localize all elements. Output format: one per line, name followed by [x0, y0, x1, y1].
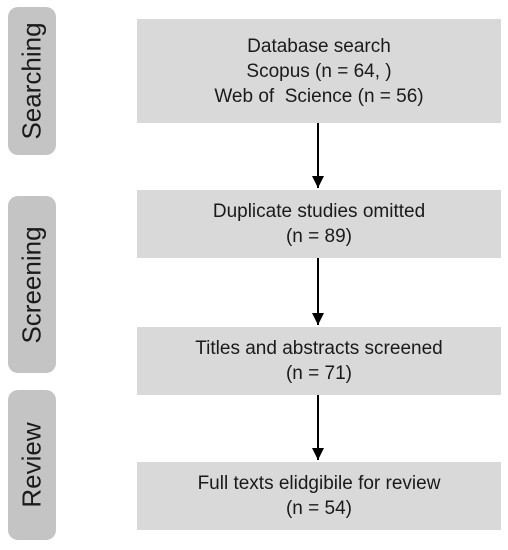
titles-abstracts-title: Titles and abstracts screened	[195, 338, 443, 359]
full-texts-title: Full texts elidgibile for review	[197, 473, 441, 494]
duplicates-omitted-box: Duplicate studies omitted (n = 89)	[137, 190, 501, 258]
duplicates-count: (n = 89)	[285, 226, 352, 247]
phase-label-searching: Searching	[16, 22, 47, 140]
phase-searching: Searching	[8, 7, 56, 155]
duplicates-title: Duplicate studies omitted	[212, 201, 426, 222]
full-texts-count: (n = 54)	[285, 498, 352, 519]
phase-review: Review	[8, 390, 56, 540]
full-texts-box: Full texts elidgibile for review (n = 54…	[137, 462, 501, 530]
scopus-count: Scopus (n = 64, )	[246, 60, 392, 82]
phase-label-screening: Screening	[16, 225, 47, 344]
titles-abstracts-box: Titles and abstracts screened (n = 71)	[137, 327, 501, 395]
database-search-title: Database search	[247, 35, 391, 57]
titles-abstracts-count: (n = 71)	[285, 363, 352, 384]
phase-label-review: Review	[16, 422, 47, 508]
phase-screening: Screening	[8, 196, 56, 373]
database-search-box: Database search Scopus (n = 64, ) Web of…	[137, 19, 501, 123]
web-of-science-count: Web of Science (n = 56)	[214, 85, 424, 107]
